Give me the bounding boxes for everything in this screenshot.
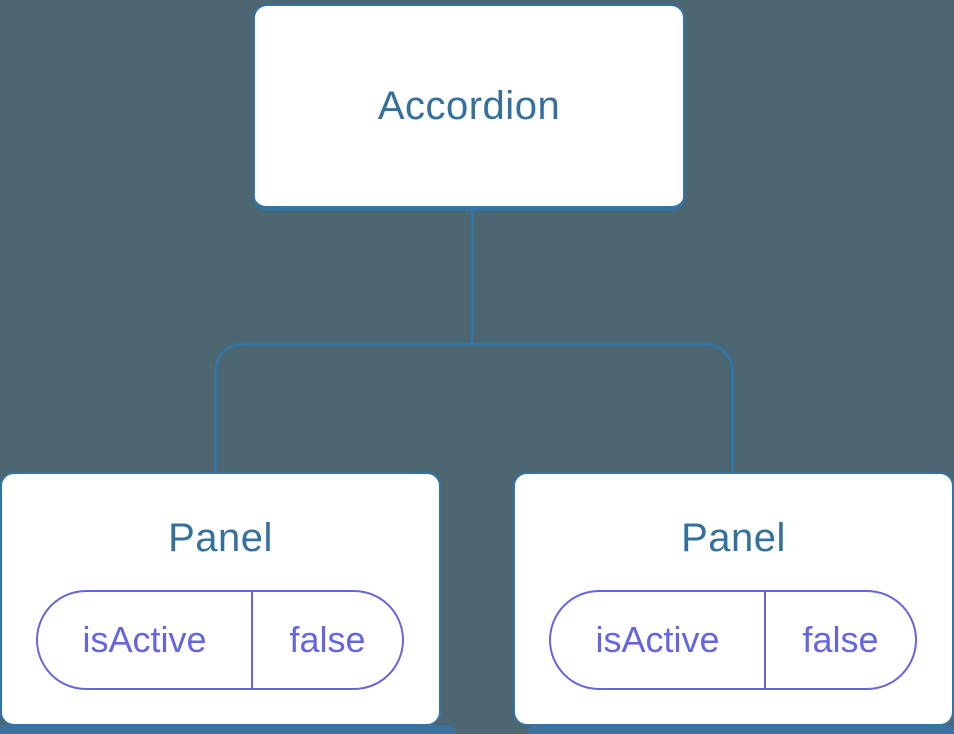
panel-node-label: Panel bbox=[681, 516, 786, 560]
prop-value: false bbox=[289, 619, 366, 660]
prop-divider bbox=[251, 592, 253, 688]
tree-node-root: Accordion bbox=[253, 4, 685, 211]
connector-stem bbox=[471, 211, 474, 345]
prop-pill: isActive false bbox=[36, 590, 404, 690]
panel-pedestal-right bbox=[527, 725, 954, 734]
prop-name: isActive bbox=[82, 619, 207, 660]
prop-divider bbox=[764, 592, 766, 688]
prop-value: false bbox=[802, 619, 879, 660]
prop-name: isActive bbox=[595, 619, 720, 660]
root-node-label: Accordion bbox=[377, 83, 561, 128]
prop-pill: isActive false bbox=[549, 590, 917, 690]
panel-pedestal-left bbox=[0, 725, 457, 734]
tree-node-panel-left: Panel isActive false bbox=[0, 472, 441, 726]
tree-node-panel-right: Panel isActive false bbox=[513, 472, 954, 726]
panel-node-label: Panel bbox=[168, 516, 273, 560]
connector-bracket bbox=[214, 343, 734, 472]
